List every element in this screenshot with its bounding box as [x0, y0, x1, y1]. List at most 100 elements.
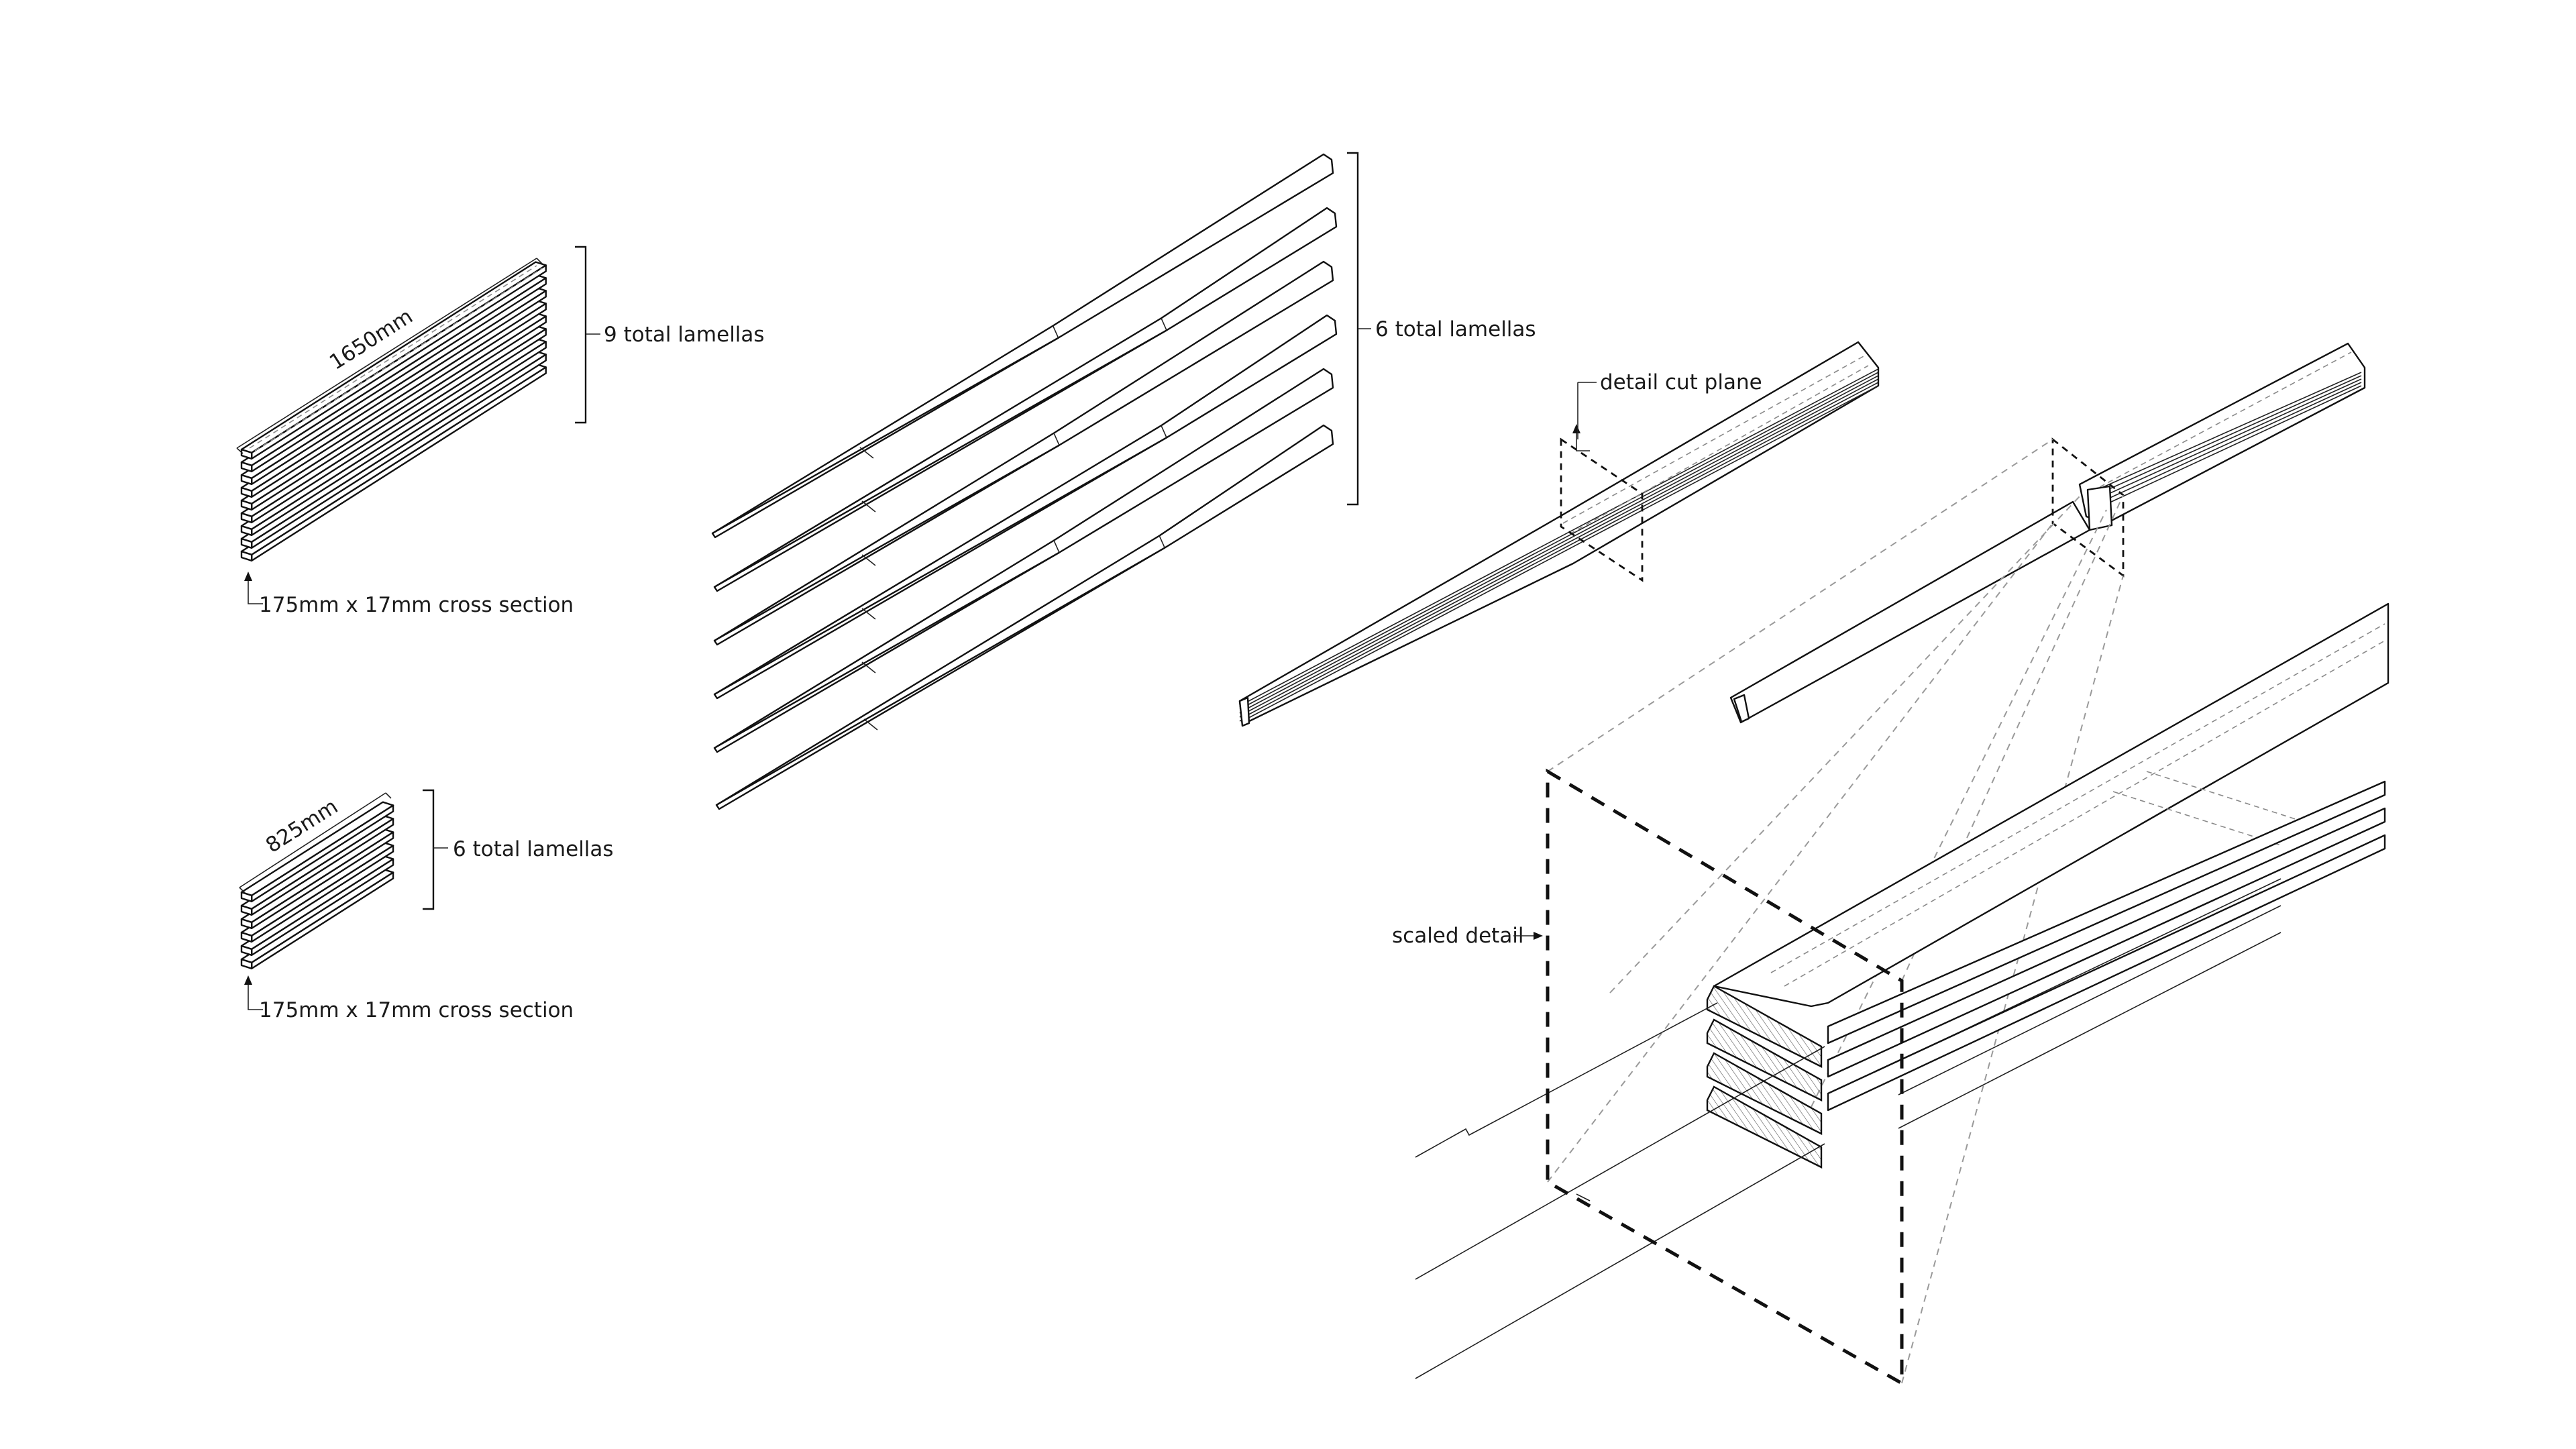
source-layer-line [2089, 378, 2362, 503]
beam-outline [1238, 341, 1880, 726]
projection-line [1547, 439, 2053, 772]
base-line [1415, 1046, 1825, 1280]
count-bracket-long: 9 total lamellas [575, 246, 765, 424]
count-label-tapered: 6 total lamellas [1375, 317, 1536, 341]
taper-cut-line [861, 500, 876, 513]
beam-layer-line [1242, 368, 1879, 705]
tapered-lamella [713, 368, 1334, 753]
taper-cut-line [861, 608, 876, 620]
scaled-detail-view [1415, 602, 2390, 1379]
lamella-long [240, 312, 547, 511]
source-hidden-line [2099, 352, 2352, 488]
tapered-lamella [713, 260, 1334, 646]
scaled-lamella-layer [1827, 780, 2386, 1044]
tapered-edge [716, 547, 1165, 806]
hatched-section-face [1706, 1018, 1823, 1102]
hatched-section-face [1706, 1052, 1823, 1135]
scaled-section-block [1706, 985, 1823, 1169]
source-layer-line [2089, 372, 2362, 494]
tapered-edge [714, 551, 1060, 749]
beam-layer-line [1242, 378, 1879, 715]
count-label-long: 9 total lamellas [604, 323, 765, 347]
lamella-long [240, 261, 547, 460]
source-layer-line [2089, 382, 2362, 508]
lamella-long [240, 299, 547, 498]
scaled-lamella-layer [1827, 834, 2386, 1112]
projection-line [1609, 496, 2080, 994]
beam-layer-line [1242, 375, 1879, 712]
scaled-beam-body [1713, 602, 2390, 1129]
scaled-beam-top [1713, 602, 2390, 1008]
taper-transition-line [1053, 540, 1060, 553]
detail-cut-plane: detail cut plane [1560, 370, 1762, 582]
beam-layer-line [1242, 385, 1879, 722]
taper-transition-line [1161, 318, 1167, 331]
assembled-tapered-beam [1238, 341, 1880, 727]
beam-tip-face [1238, 696, 1250, 727]
cross-section-leader-long: 175mm x 17mm cross section [244, 572, 574, 617]
projection-line [1811, 509, 2107, 1108]
tapered-lamella-outline [711, 153, 1334, 539]
scaled-layer-edge [1898, 932, 2282, 1129]
hatched-section-face [1706, 1085, 1823, 1169]
hidden-edge [249, 265, 537, 449]
scaled-detail-frame [1546, 768, 1904, 1387]
scaled-layer-edge [1898, 905, 2282, 1095]
taper-transition-line [1159, 535, 1165, 548]
taper-cut-line [863, 718, 878, 731]
projection-lines [1547, 439, 2124, 1384]
beam-hidden-line [1569, 365, 1869, 535]
cross-section-leader-short: 175mm x 17mm cross section [244, 975, 574, 1022]
source-section-face [2086, 485, 2113, 531]
source-tip-board [1729, 500, 2091, 724]
taper-cut-line [861, 554, 876, 566]
tapered-lamella-outline [713, 260, 1334, 646]
tapered-lamellas [711, 153, 1338, 810]
lamella-top-face [240, 801, 394, 897]
scaled-hidden-line [1784, 640, 2385, 987]
lamella-long [240, 274, 547, 472]
lamella-short [240, 855, 394, 957]
beam-layer-line [1242, 372, 1879, 708]
tapered-edge [712, 337, 1059, 535]
tapered-edge [714, 444, 1060, 642]
beam-body [1238, 341, 1880, 727]
beam-layer-line [1242, 382, 1879, 718]
count-bracket-tapered: 6 total lamellas [1347, 152, 1536, 506]
hidden-edge [254, 268, 543, 451]
detail-cut-plane-label: detail cut plane [1600, 370, 1762, 394]
lamella-stack-825mm [240, 801, 394, 970]
source-layer-line [2089, 385, 2362, 513]
beam-hidden-line [1562, 355, 1866, 524]
taper-transition-line [1052, 325, 1059, 338]
scaled-hidden-line [2112, 791, 2282, 846]
lamella-short [240, 828, 394, 930]
source-tip-end [1733, 694, 1750, 723]
count-label-short: 6 total lamellas [453, 837, 614, 861]
base-tick [1576, 1193, 1591, 1201]
lamella-short [240, 841, 394, 943]
lamella-short [240, 801, 394, 903]
tapered-edge [714, 329, 1167, 588]
taper-cut-line [859, 447, 874, 459]
cross-section-label-short: 175mm x 17mm cross section [259, 998, 574, 1022]
detail-source-beam [1729, 342, 2366, 724]
count-bracket-short: 6 total lamellas [423, 789, 614, 910]
tapered-lamella-outline [713, 314, 1338, 700]
base-line [1415, 1143, 1825, 1379]
tapered-lamella-outline [713, 207, 1338, 592]
lamella-stack-1650mm [240, 261, 547, 561]
scaled-detail-label: scaled detail [1392, 924, 1524, 948]
scaled-hidden-line [1770, 623, 2385, 973]
tapered-lamella [715, 424, 1334, 810]
lamella-top-face [240, 261, 547, 453]
cross-section-label-long: 175mm x 17mm cross section [259, 593, 574, 617]
taper-transition-line [1161, 425, 1167, 438]
projection-line [1547, 523, 2053, 1183]
tapered-lamella-outline [715, 424, 1334, 810]
tapered-lamella [711, 153, 1334, 539]
scaled-hidden-line [2146, 771, 2315, 826]
taper-cut-line [861, 661, 876, 674]
taper-transition-line [1053, 433, 1060, 445]
